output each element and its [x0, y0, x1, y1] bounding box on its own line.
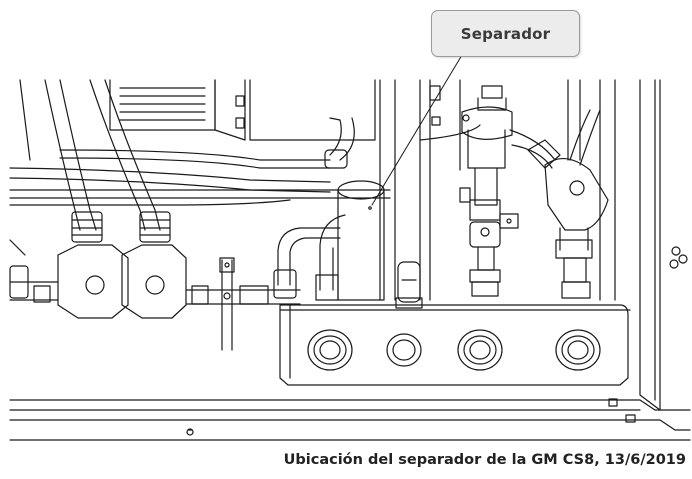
- middle-valve: [395, 261, 423, 309]
- upper-panels: [109, 79, 616, 301]
- callout-label: Separador: [460, 24, 551, 43]
- callout-leader-line: [371, 54, 463, 206]
- separator-callout: Separador: [431, 10, 580, 57]
- port-4: [555, 329, 601, 371]
- right-center-valve: [459, 85, 556, 297]
- left-hoses: [9, 79, 161, 256]
- center-pipes: [273, 214, 346, 301]
- left-valves: [9, 211, 301, 351]
- port-2: [386, 333, 422, 367]
- port-1: [307, 329, 353, 371]
- figure-caption: Ubicación del separador de la GM CS8, 13…: [283, 452, 686, 468]
- bottom-manifold: [279, 304, 631, 386]
- horizontal-pipes: [9, 117, 481, 206]
- cabinet-frame: [9, 79, 691, 441]
- separator-vessel: [337, 180, 385, 301]
- right-solenoid: [527, 109, 609, 299]
- port-3: [457, 329, 503, 371]
